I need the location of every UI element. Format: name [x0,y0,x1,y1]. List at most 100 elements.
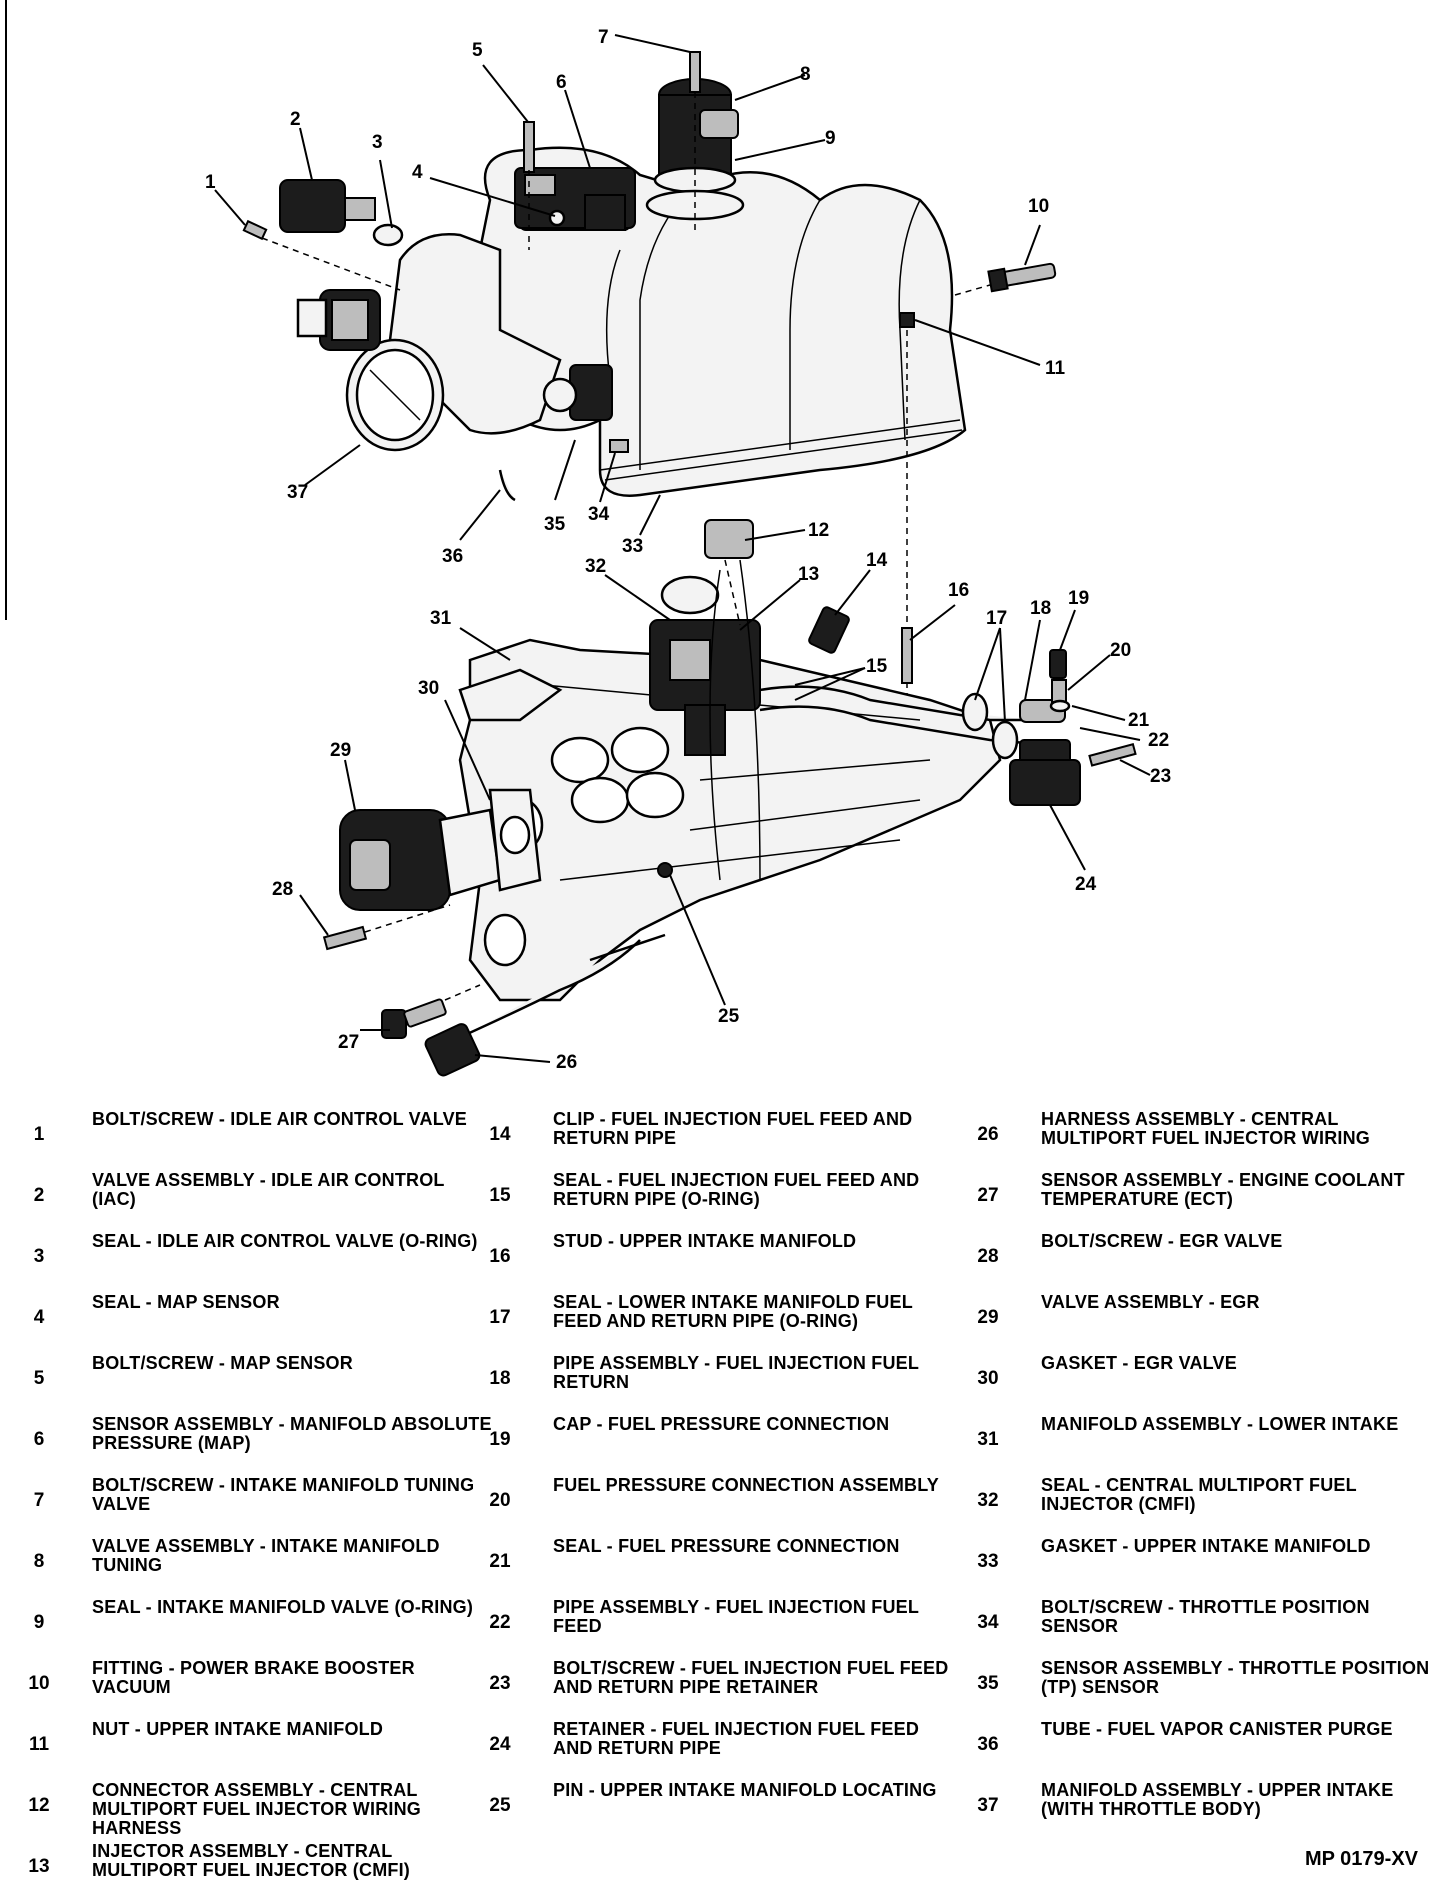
callout-33: 33 [622,536,643,557]
legend-item: 14 CLIP - FUEL INJECTION FUEL FEED AND RE… [475,1110,945,1166]
legend-number: 23 [489,1673,511,1694]
callout-18: 18 [1030,598,1051,619]
callout-26: 26 [556,1052,577,1073]
cmfi-injector-assembly [649,519,761,881]
legend-number: 17 [489,1307,511,1328]
callout-27: 27 [338,1032,359,1053]
legend-description: CAP - FUEL PRESSURE CONNECTION [553,1414,890,1434]
legend-description: SENSOR ASSEMBLY - THROTTLE POSITION (TP)… [1041,1658,1430,1697]
legend-item: 5 BOLT/SCREW - MAP SENSOR [14,1354,484,1410]
legend-description: STUD - UPPER INTAKE MANIFOLD [553,1231,857,1251]
callout-21: 21 [1128,710,1150,731]
legend-number: 37 [977,1795,999,1816]
legend-number: 22 [489,1612,511,1633]
legend-description: VALVE ASSEMBLY - INTAKE MANIFOLD TUNING [92,1536,440,1575]
legend-description: SENSOR ASSEMBLY - MANIFOLD ABSOLUTE PRES… [92,1414,492,1453]
legend-description: SEAL - INTAKE MANIFOLD VALVE (O-RING) [92,1597,474,1617]
fuel-feed-return-pipes [759,649,1137,806]
legend-description: VALVE ASSEMBLY - EGR [1041,1292,1260,1312]
legend-number: 19 [489,1429,511,1450]
legend-description: RETAINER - FUEL INJECTION FUEL FEED AND … [553,1719,920,1758]
legend-item: 24 RETAINER - FUEL INJECTION FUEL FEED AN… [475,1720,945,1776]
callout-30: 30 [418,678,439,699]
legend-number: 27 [977,1185,999,1206]
legend-number: 18 [489,1368,511,1389]
fuel-pipe-clip [808,606,850,654]
callout-9: 9 [825,128,836,149]
legend-number: 2 [33,1185,45,1206]
callout-11: 11 [1045,358,1066,379]
callout-20: 20 [1110,640,1131,661]
legend-number: 30 [977,1368,999,1389]
callout-14: 14 [866,550,888,571]
legend-number: 1 [33,1124,45,1145]
callout-4: 4 [412,162,423,183]
legend-item: 23 BOLT/SCREW - FUEL INJECTION FUEL FEED … [475,1659,948,1715]
callout-7: 7 [598,27,609,48]
legend-number: 14 [489,1124,511,1145]
throttle-body [296,289,445,452]
legend-number: 5 [33,1368,45,1389]
callout-5: 5 [472,40,483,61]
legend-number: 11 [28,1734,50,1755]
legend-number: 8 [33,1551,45,1572]
legend-description: FUEL PRESSURE CONNECTION ASSEMBLY [553,1475,939,1495]
tp-sensor [498,364,629,502]
legend-number: 6 [33,1429,45,1450]
callout-23: 23 [1150,766,1171,787]
legend-description: SEAL - IDLE AIR CONTROL VALVE (O-RING) [92,1231,478,1251]
legend-number: 35 [977,1673,999,1694]
legend-description: GASKET - UPPER INTAKE MANIFOLD [1041,1536,1371,1556]
callout-22: 22 [1148,730,1169,751]
cmfi-wiring-harness [424,933,666,1077]
legend-number: 3 [33,1246,45,1267]
legend-description: PIPE ASSEMBLY - FUEL INJECTION FUEL RETU… [553,1353,919,1392]
legend-item: 28 BOLT/SCREW - EGR VALVE [963,1232,1433,1288]
callout-36: 36 [442,546,463,567]
callout-16: 16 [948,580,969,601]
legend-description: BOLT/SCREW - FUEL INJECTION FUEL FEED AN… [553,1658,949,1697]
legend-number: 31 [977,1429,999,1450]
legend-number: 36 [977,1734,999,1755]
legend-item: 30 GASKET - EGR VALVE [963,1354,1433,1410]
callout-34: 34 [588,504,610,525]
legend-description: BOLT/SCREW - EGR VALVE [1041,1231,1283,1251]
legend-description: SEAL - MAP SENSOR [92,1292,280,1312]
callout-12: 12 [808,520,829,541]
lower-intake-manifold [458,638,1002,1002]
legend-number: 24 [489,1734,511,1755]
legend-number: 32 [977,1490,999,1511]
intake-manifold-tuning-valve [645,51,745,235]
legend-description: CLIP - FUEL INJECTION FUEL FEED AND RETU… [553,1109,913,1148]
legend-item: 18 PIPE ASSEMBLY - FUEL INJECTION FUEL RE… [475,1354,945,1410]
legend-item: 11 NUT - UPPER INTAKE MANIFOLD [14,1720,484,1776]
callout-19: 19 [1068,588,1089,609]
callout-13: 13 [798,564,819,585]
callout-2: 2 [290,109,301,130]
legend-item: 3 SEAL - IDLE AIR CONTROL VALVE (O-RING) [14,1232,484,1288]
legend-description: GASKET - EGR VALVE [1041,1353,1237,1373]
legend-description: BOLT/SCREW - MAP SENSOR [92,1353,353,1373]
callout-25: 25 [718,1006,740,1027]
legend-description: BOLT/SCREW - THROTTLE POSITION SENSOR [1041,1597,1370,1636]
legend-number: 28 [977,1246,999,1267]
callout-6: 6 [556,72,567,93]
legend-description: NUT - UPPER INTAKE MANIFOLD [92,1719,384,1739]
